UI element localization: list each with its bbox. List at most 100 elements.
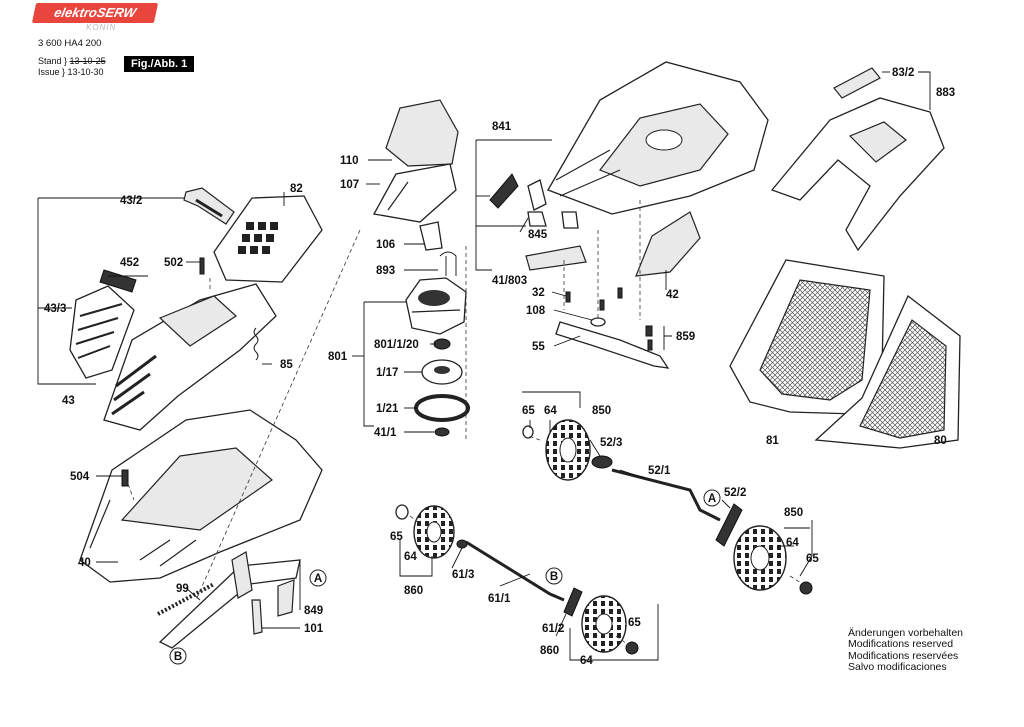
lever-849 — [158, 551, 301, 649]
issue-date: 13-10-30 — [67, 67, 104, 77]
box-lid-883 — [770, 97, 945, 252]
bearing-801-1-20 — [433, 338, 451, 350]
callout-40: 40 — [78, 557, 91, 569]
callout-85: 85 — [280, 359, 293, 371]
cable-893 — [439, 251, 457, 276]
nut-41-1 — [434, 427, 450, 437]
revision-block: Stand } 13-10-25 Issue } 13-10-30 — [38, 56, 106, 77]
callout-65-a: 65 — [522, 405, 535, 417]
callout-883: 883 — [936, 87, 955, 99]
callout-99: 99 — [176, 583, 189, 595]
callout-841: 841 — [492, 121, 512, 133]
leader-lines — [37, 71, 931, 661]
grass-box-80 — [814, 294, 961, 449]
callout-849: 849 — [304, 605, 323, 617]
callout-64-c: 64 — [404, 551, 417, 563]
svg-text:B: B — [174, 651, 182, 663]
grass-box-81 — [729, 259, 885, 415]
hubcap-52-3 — [591, 455, 613, 469]
callout-801: 801 — [328, 351, 348, 363]
callout-108: 108 — [526, 305, 546, 317]
callout-52-3: 52/3 — [600, 437, 622, 449]
callout-43-2: 43/2 — [120, 195, 142, 207]
washer-108 — [590, 317, 606, 327]
callout-452: 452 — [120, 257, 139, 269]
document-number: 3 600 HA4 200 — [38, 38, 102, 49]
belt-1-21 — [414, 394, 470, 422]
blade-55 — [555, 321, 670, 369]
handle-grip-83-2 — [833, 67, 881, 99]
screw-504 — [121, 469, 129, 487]
cap-65-b — [799, 581, 813, 595]
wheel-rear-left — [581, 595, 627, 653]
chassis-40 — [79, 409, 323, 583]
notice-en: Modifications reserved — [848, 638, 954, 651]
callout-860-a: 860 — [404, 585, 423, 597]
callout-502: 502 — [164, 257, 183, 269]
adjuster-61-2 — [563, 587, 583, 617]
callout-41-803: 41/803 — [492, 275, 527, 287]
callout-52-2: 52/2 — [724, 487, 746, 499]
callout-101: 101 — [304, 623, 324, 635]
notice-de: Änderungen vorbehalten — [848, 627, 964, 639]
callout-65-d: 65 — [628, 617, 641, 629]
callout-1-17: 1/17 — [376, 367, 398, 379]
clip-845 — [525, 211, 587, 271]
callout-850-a: 850 — [592, 405, 611, 417]
cover-110 — [385, 99, 459, 167]
callout-80: 80 — [934, 435, 947, 447]
svg-text:B: B — [550, 571, 558, 583]
axle-61-1 — [465, 540, 565, 602]
cap-65-d — [625, 641, 639, 655]
cap-107 — [372, 163, 457, 223]
callout-61-3: 61/3 — [452, 569, 474, 581]
spring-85 — [253, 327, 259, 361]
callout-801-1-20: 801/1/20 — [374, 339, 419, 351]
handle-insert-43-2 — [183, 187, 235, 225]
spring-99 — [157, 582, 215, 616]
callout-893: 893 — [376, 265, 395, 277]
callout-65-c: 65 — [390, 531, 403, 543]
pin-101 — [251, 599, 263, 635]
stand-date: 13-10-25 — [69, 56, 106, 66]
callout-labels: 43/2 82 452 502 43/3 85 43 504 40 99 849… — [44, 67, 955, 667]
stand-label: Stand — [38, 56, 62, 66]
motor-cover-82 — [213, 195, 323, 283]
callout-1-21: 1/21 — [376, 403, 399, 415]
upper-housing-43 — [103, 283, 277, 431]
callout-61-1: 61/1 — [488, 593, 511, 605]
callout-43: 43 — [62, 395, 75, 407]
marker-a-top: A — [309, 569, 327, 587]
label-452 — [99, 269, 137, 293]
alignment-lines — [127, 200, 807, 647]
callout-41-1: 41/1 — [374, 427, 397, 439]
callout-43-3: 43/3 — [44, 303, 66, 315]
callout-860-b: 860 — [540, 645, 559, 657]
callout-52-1: 52/1 — [648, 465, 671, 477]
modification-notice: Änderungen vorbehalten Modifications res… — [848, 627, 964, 674]
callout-83-2: 83/2 — [892, 67, 914, 79]
callout-845: 845 — [528, 229, 548, 241]
notice-es: Salvo modificaciones — [848, 661, 947, 674]
grill-43-3 — [69, 285, 135, 379]
screws-32 — [565, 287, 623, 311]
svg-text:A: A — [708, 493, 716, 505]
callout-64-a: 64 — [544, 405, 557, 417]
callout-32: 32 — [532, 287, 545, 299]
issue-label: Issue — [38, 67, 60, 77]
pulley-1-17 — [421, 359, 463, 385]
notice-fr: Modifications reservées — [848, 649, 959, 662]
callout-42: 42 — [666, 289, 679, 301]
callout-64-b: 64 — [786, 537, 799, 549]
callout-107: 107 — [340, 179, 359, 191]
adjuster-52-2 — [715, 503, 743, 547]
callout-504: 504 — [70, 471, 90, 483]
callout-61-2: 61/2 — [542, 623, 564, 635]
callout-110: 110 — [340, 155, 359, 167]
callout-82: 82 — [290, 183, 303, 195]
wheel-front-left — [413, 505, 455, 559]
callout-106: 106 — [376, 239, 395, 251]
callout-65-b: 65 — [806, 553, 819, 565]
